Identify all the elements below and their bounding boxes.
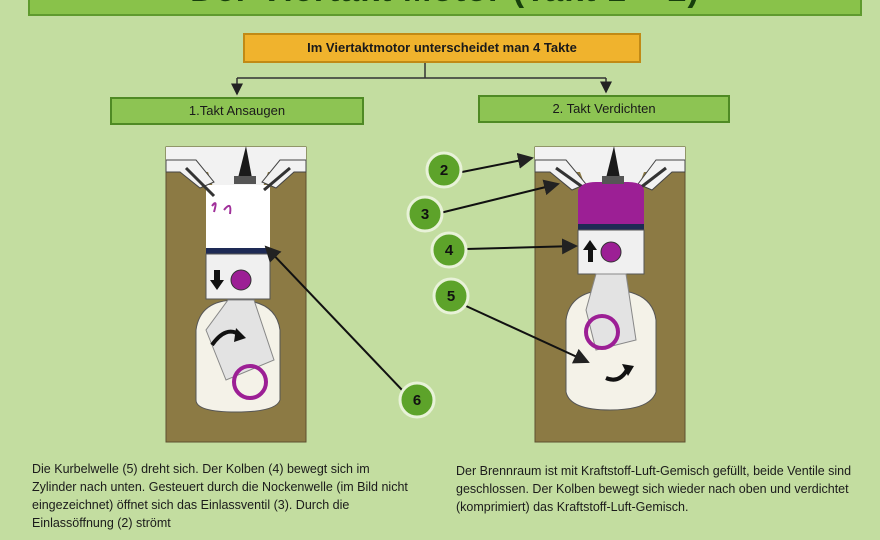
title-banner: Der Viertakt Motor (Takt 1 – 2) — [28, 0, 862, 16]
engine-right — [534, 146, 686, 443]
callout-circles: 2 3 4 5 6 — [398, 151, 470, 419]
main-heading-box: Im Viertaktmotor unterscheidet man 4 Tak… — [243, 33, 641, 63]
callout-4: 4 — [430, 231, 468, 269]
callout-2-label: 2 — [440, 162, 448, 179]
callout-6: 6 — [398, 381, 436, 419]
callout-5: 5 — [432, 277, 470, 315]
description-takt1: Die Kurbelwelle (5) dreht sich. Der Kolb… — [32, 462, 408, 530]
callout-4-label: 4 — [445, 242, 454, 259]
page-title: Der Viertakt Motor (Takt 1 – 2) — [190, 0, 700, 9]
callout-3-label: 3 — [421, 206, 429, 223]
callout-2: 2 — [425, 151, 463, 189]
takt1-label-box: 1.Takt Ansaugen — [110, 97, 364, 125]
description-takt2: Der Brennraum ist mit Kraftstoff-Luft-Ge… — [456, 464, 852, 514]
callout-6-label: 6 — [413, 392, 421, 409]
callout-5-label: 5 — [447, 288, 455, 305]
callout-3: 3 — [406, 195, 444, 233]
callout-pointers — [264, 152, 590, 393]
engine-left — [165, 146, 307, 443]
takt2-label-box: 2. Takt Verdichten — [478, 95, 730, 123]
connector-lines — [231, 63, 612, 96]
